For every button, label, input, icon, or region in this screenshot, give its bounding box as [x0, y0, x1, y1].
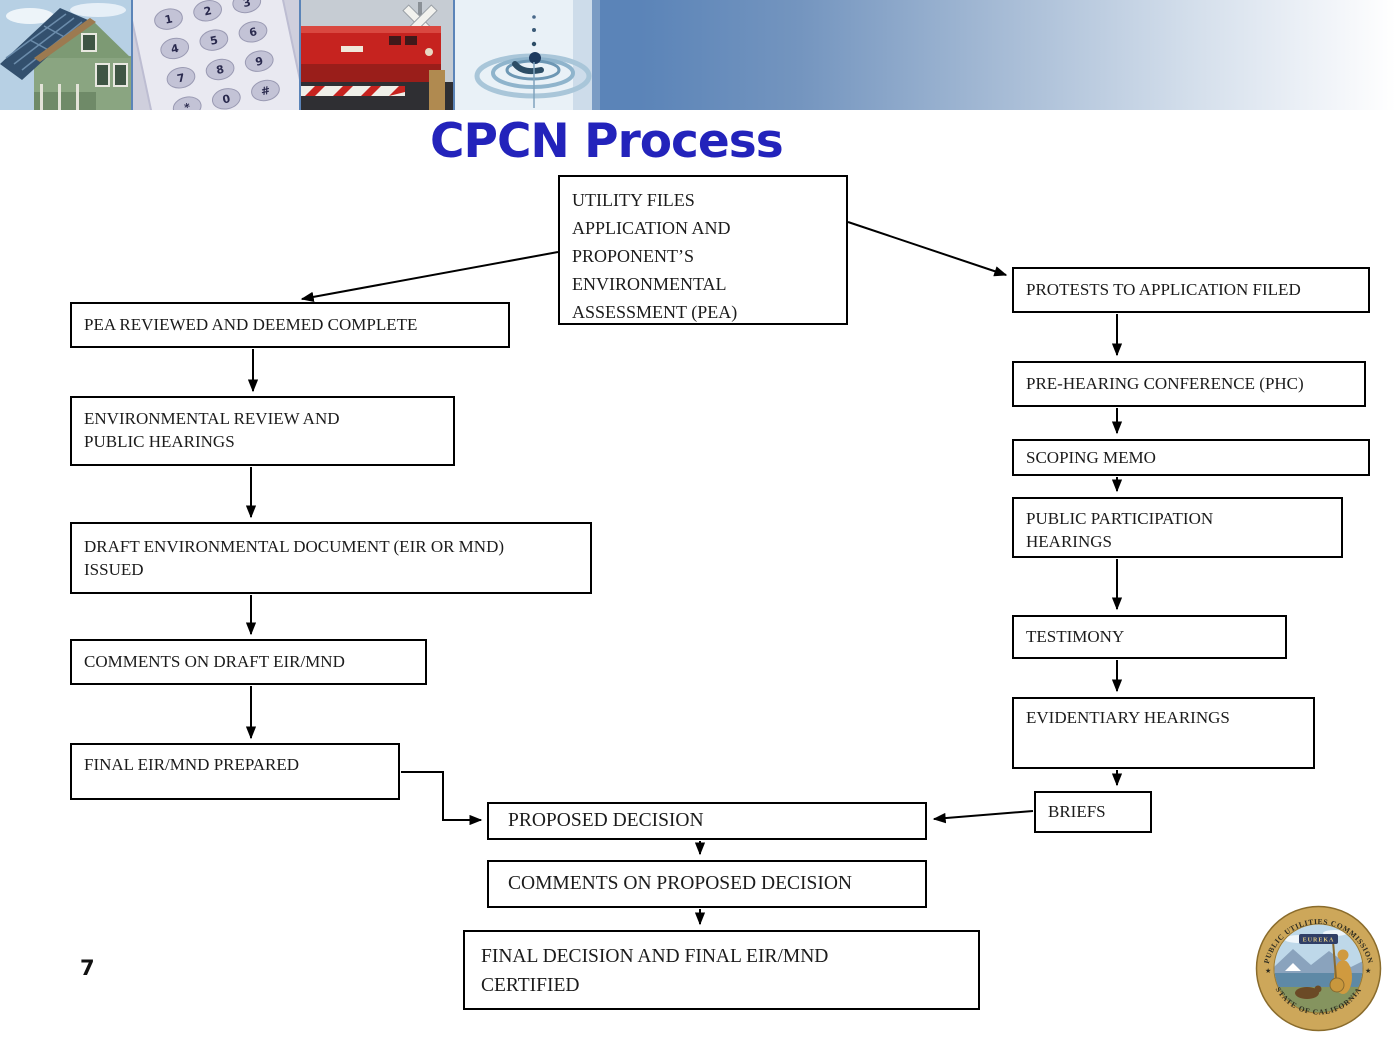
svg-text:6: 6 [248, 25, 259, 39]
box-protests: PROTESTS TO APPLICATION FILED [1012, 267, 1370, 313]
svg-text:3: 3 [242, 0, 252, 10]
seal-left-star: ★ [1265, 967, 1271, 975]
seal-right-star: ★ [1365, 967, 1371, 975]
svg-text:0: 0 [221, 92, 232, 106]
svg-text:8: 8 [215, 63, 225, 77]
box-comments-proposed-decision: COMMENTS ON PROPOSED DECISION [487, 860, 927, 908]
svg-text:2: 2 [203, 4, 213, 18]
box-evidentiary: EVIDENTIARY HEARINGS [1012, 697, 1315, 769]
svg-text:7: 7 [176, 71, 186, 85]
box-testimony: TESTIMONY [1012, 615, 1287, 659]
connector-finaleir-to-proposed [401, 771, 483, 826]
box-briefs: BRIEFS [1034, 791, 1152, 833]
page-title: CPCN Process [430, 114, 784, 169]
cpuc-seal: EUREKA PUBLIC UTILITIES COMMISSION STATE… [1255, 905, 1382, 1032]
svg-text:4: 4 [170, 42, 181, 56]
box-phc: PRE-HEARING CONFERENCE (PHC) [1012, 361, 1366, 407]
box-proposed-decision: PROPOSED DECISION [487, 802, 927, 840]
red-train-photo [301, 0, 453, 110]
box-utility-files: UTILITY FILES APPLICATION AND PROPONENT’… [558, 175, 848, 325]
water-drop-photo [455, 0, 600, 110]
svg-text:9: 9 [254, 54, 264, 68]
connector-utility-to-protests [847, 221, 1008, 277]
box-scoping: SCOPING MEMO [1012, 439, 1370, 476]
box-draft-env: DRAFT ENVIRONMENTAL DOCUMENT (EIR OR MND… [70, 522, 592, 594]
seal-eureka-banner: EUREKA [1303, 938, 1335, 944]
banner-gradient: 1 2 3 4 5 6 7 8 9 * 0 # [0, 0, 1396, 110]
svg-text:*: * [183, 101, 192, 110]
solar-house-photo [0, 0, 131, 110]
connector-briefs-to-proposed [932, 810, 1034, 824]
svg-text:#: # [260, 84, 272, 99]
box-env-review: ENVIRONMENTAL REVIEW AND PUBLIC HEARINGS [70, 396, 455, 466]
svg-text:5: 5 [209, 33, 219, 47]
box-pea-reviewed: PEA REVIEWED AND DEEMED COMPLETE [70, 302, 510, 348]
box-public-participation: PUBLIC PARTICIPATION HEARINGS [1012, 497, 1343, 558]
box-comments-draft: COMMENTS ON DRAFT EIR/MND [70, 639, 427, 685]
svg-text:1: 1 [164, 12, 174, 26]
box-final-eir: FINAL EIR/MND PREPARED [70, 743, 400, 800]
connector-utility-to-pea [300, 251, 559, 303]
phone-keypad-photo: 1 2 3 4 5 6 7 8 9 * 0 # [133, 0, 299, 110]
box-final-decision: FINAL DECISION AND FINAL EIR/MND CERTIFI… [463, 930, 980, 1010]
page-number: 7 [80, 956, 95, 980]
